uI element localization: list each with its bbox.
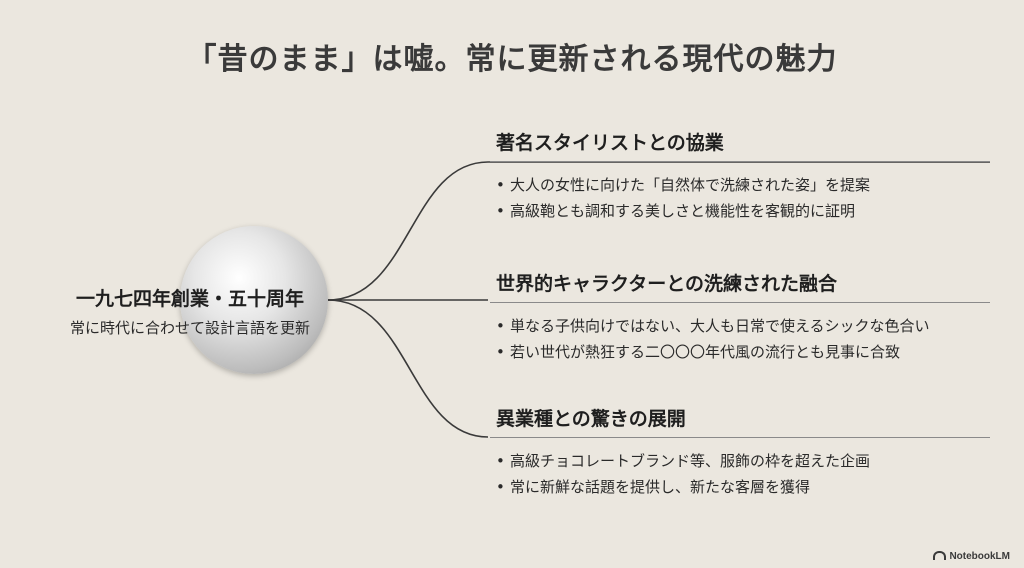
branch-collaboration: 著名スタイリストとの協業 •大人の女性に向けた「自然体で洗練された姿」を提案 •… (490, 128, 990, 224)
branch-heading: 著名スタイリストとの協業 (496, 132, 724, 154)
connector-branch-1 (327, 161, 990, 301)
bullet-text: 若い世代が熱狂する二〇〇〇年代風の流行とも見事に合致 (510, 343, 901, 361)
bullet-item: •高級鞄とも調和する美しさと機能性を客観的に証明 (496, 202, 856, 220)
branch-bullets: •大人の女性に向けた「自然体で洗練された姿」を提案 •高級鞄とも調和する美しさと… (490, 172, 990, 224)
bullet-text: 単なる子供向けではない、大人も日常で使えるシックな色合い (510, 317, 930, 335)
branch-heading: 世界的キャラクターとの洗練された融合 (496, 273, 838, 295)
slide-title: 「昔のまま」は嘘。常に更新される現代の魅力 (186, 42, 838, 77)
notebooklm-icon (933, 551, 947, 560)
branch-bullets: •高級チョコレートブランド等、服飾の枠を超えた企画 •常に新鮮な話題を提供し、新… (490, 448, 990, 500)
branch-divider (490, 437, 990, 438)
bullet-item: •大人の女性に向けた「自然体で洗練された姿」を提案 (496, 176, 871, 194)
bullet-item: •常に新鮮な話題を提供し、新たな客層を獲得 (496, 478, 811, 496)
branch-bullets: •単なる子供向けではない、大人も日常で使えるシックな色合い •若い世代が熱狂する… (490, 313, 990, 365)
notebooklm-watermark: NotebookLM (933, 551, 1010, 562)
center-node-circle (180, 226, 328, 374)
branch-divider (490, 161, 990, 162)
brand-label: NotebookLM (949, 551, 1010, 562)
branch-divider (490, 302, 990, 303)
branch-heading: 異業種との驚きの展開 (496, 408, 686, 430)
bullet-item: •若い世代が熱狂する二〇〇〇年代風の流行とも見事に合致 (496, 343, 901, 361)
bullet-text: 高級鞄とも調和する美しさと機能性を客観的に証明 (510, 202, 856, 220)
bullet-item: •単なる子供向けではない、大人も日常で使えるシックな色合い (496, 317, 930, 335)
center-node-subtitle: 常に時代に合わせて設計言語を更新 (69, 319, 310, 337)
connector-branch-3 (327, 299, 489, 438)
bullet-text: 常に新鮮な話題を提供し、新たな客層を獲得 (510, 478, 811, 496)
bullet-text: 高級チョコレートブランド等、服飾の枠を超えた企画 (510, 452, 871, 470)
branch-cross-industry: 異業種との驚きの展開 •高級チョコレートブランド等、服飾の枠を超えた企画 •常に… (490, 404, 990, 500)
center-node-title: 一九七四年創業・五十周年 (75, 288, 304, 310)
bullet-text: 大人の女性に向けた「自然体で洗練された姿」を提案 (510, 176, 871, 194)
branch-character-fusion: 世界的キャラクターとの洗練された融合 •単なる子供向けではない、大人も日常で使え… (490, 269, 990, 365)
bullet-item: •高級チョコレートブランド等、服飾の枠を超えた企画 (496, 452, 871, 470)
